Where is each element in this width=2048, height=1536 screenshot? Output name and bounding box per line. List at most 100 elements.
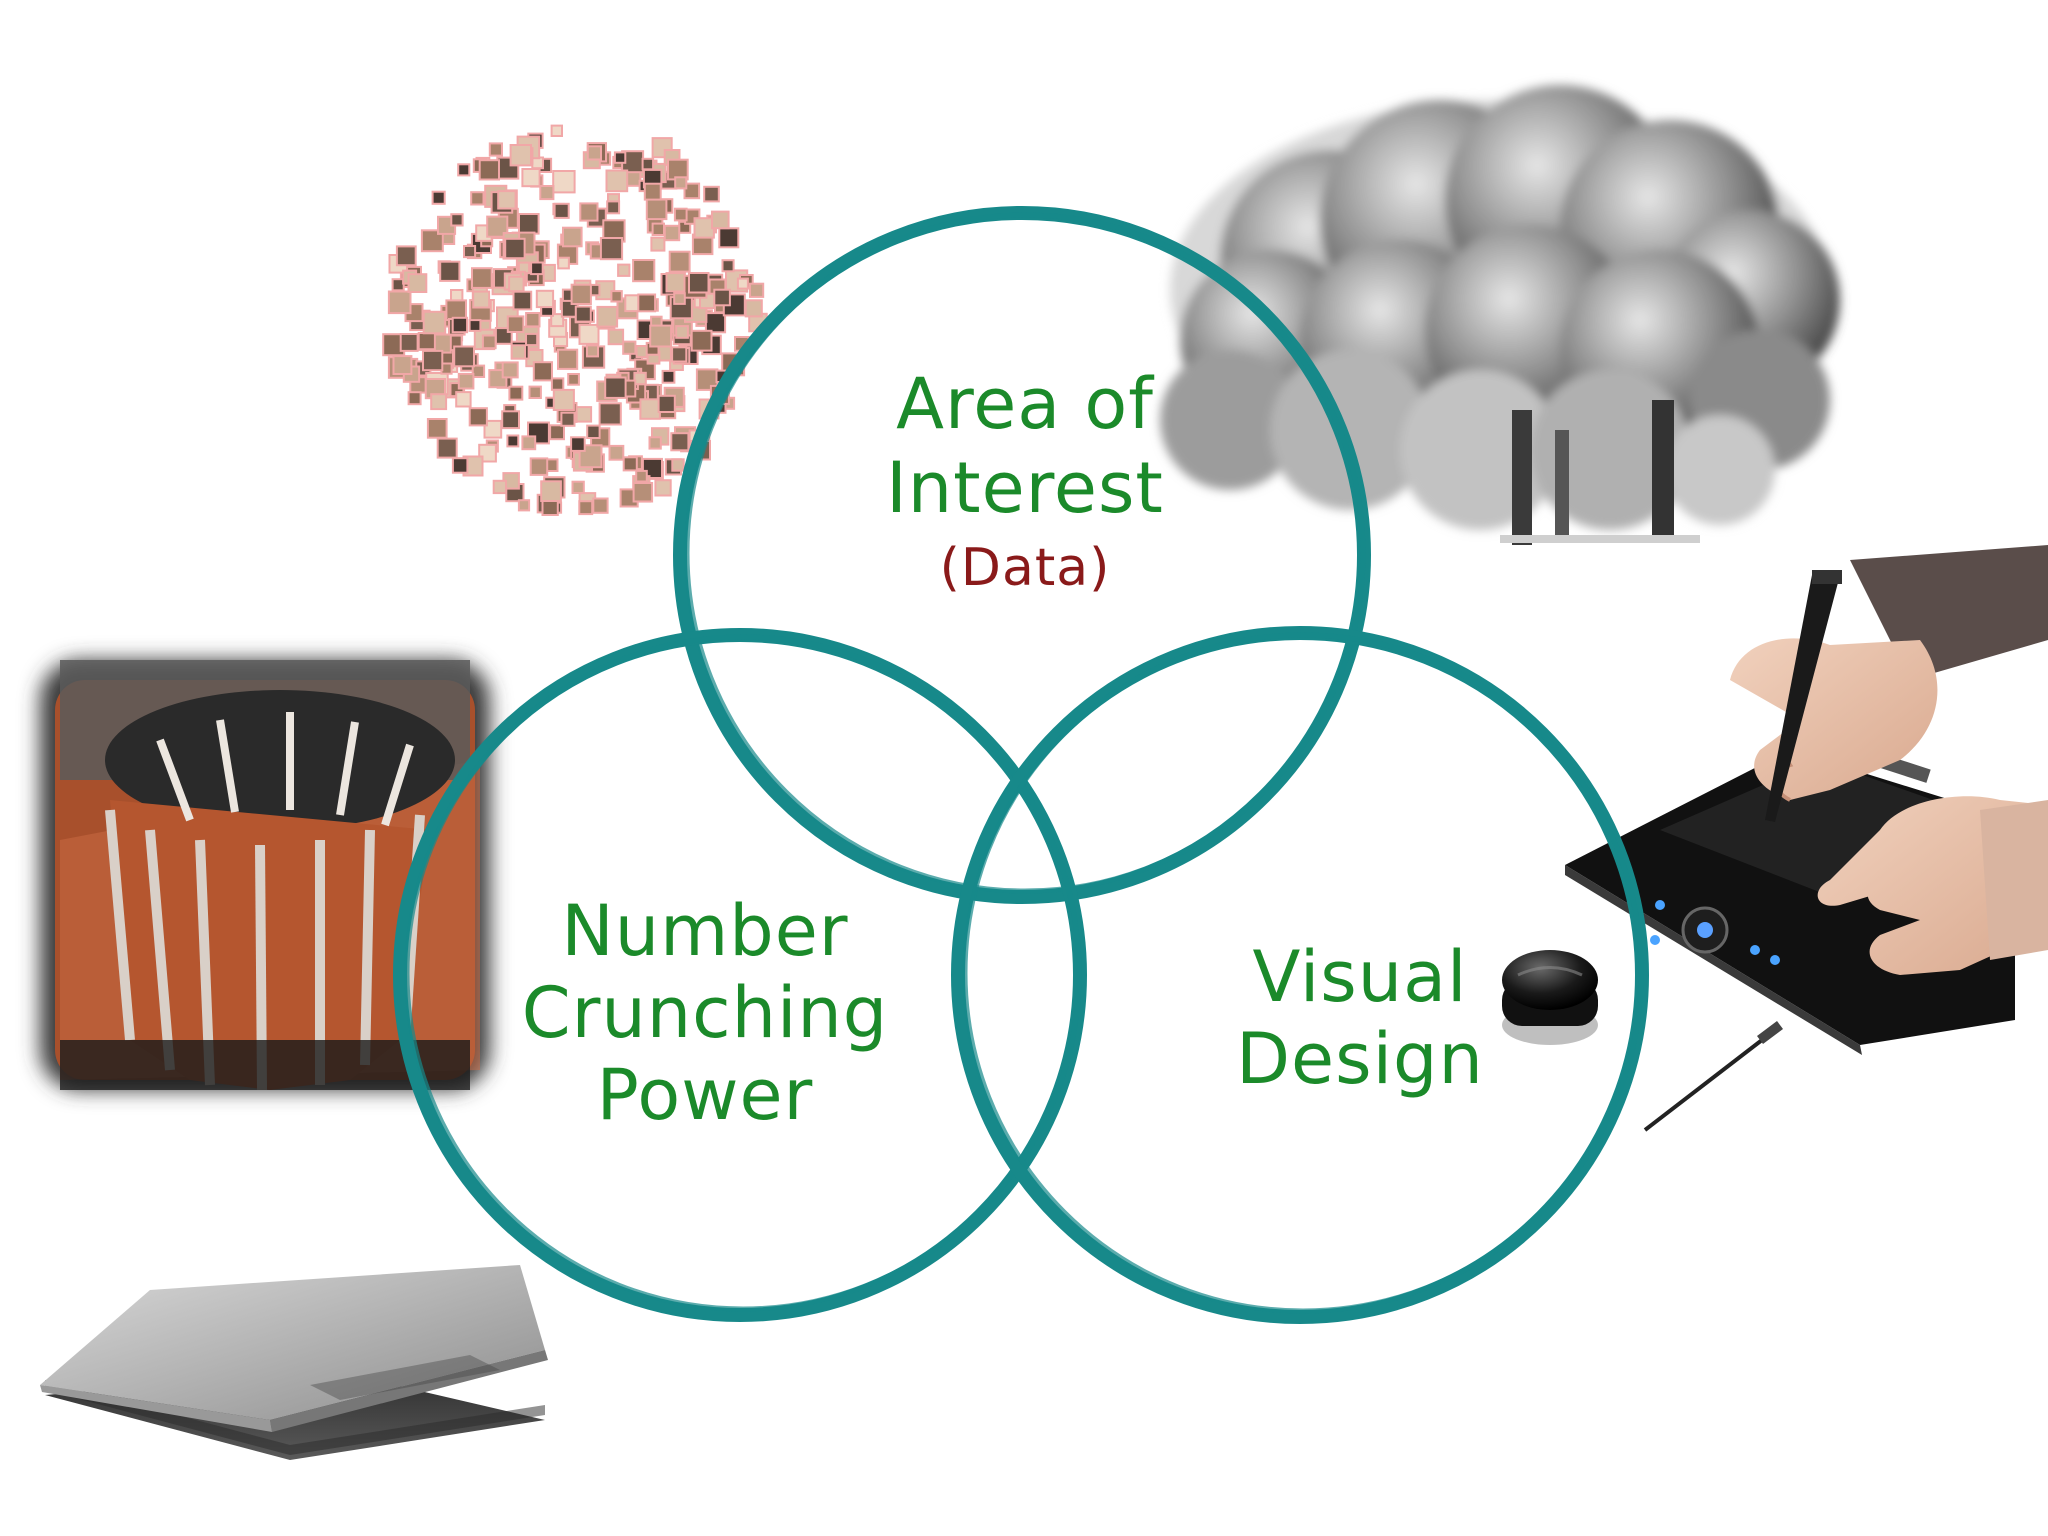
mosaic-tile [623,342,635,354]
mosaic-tile [597,307,617,327]
mosaic-tile [526,334,537,345]
mosaic-tile [502,411,519,428]
laptop-photo [40,1265,548,1460]
mosaic-tile [704,187,719,202]
mosaic-tile [675,209,687,221]
mosaic-tile [659,396,675,412]
label-line: Interest [850,446,1200,530]
mosaic-tile [588,146,601,159]
label-line: Power [505,1054,905,1136]
mosaic-tile [640,399,660,419]
mosaic-tile [540,186,553,199]
mosaic-tile [593,499,607,513]
mosaic-tile [503,362,518,377]
mosaic-tile [454,347,474,367]
mosaic-tile [470,320,481,331]
mosaic-tile [670,252,690,272]
mosaic-tile [600,403,621,424]
mosaic-tile [490,143,502,155]
mosaic-tile [675,177,686,188]
mosaic-tile [508,316,524,332]
label-line: Area of [850,362,1200,446]
mosaic-tile [456,392,470,406]
mosaic-tile [554,390,574,410]
label-line: Crunching [505,972,905,1054]
mosaic-tile [519,214,539,234]
mosaic-tile [389,292,411,314]
mosaic-tile [671,433,688,450]
mosaic-tile [692,331,712,351]
mosaic-tile [440,262,459,281]
mosaic-tile [512,345,525,358]
mosaic-tile [393,279,404,290]
mosaic-tile [394,356,412,374]
face-mosaic-photo [383,126,767,515]
mosaic-tile [552,126,562,136]
mosaic-tile [634,483,653,502]
mosaic-tile [643,159,654,170]
mosaic-tile [580,203,597,220]
mosaic-tile [471,192,483,204]
mosaic-tile [522,436,535,449]
mosaic-tile [472,268,492,288]
mosaic-tile [695,218,714,237]
label-visual-design: Visual Design [1210,936,1510,1100]
mosaic-tile [615,152,625,162]
mosaic-tile [576,307,591,322]
mosaic-tile [438,439,457,458]
mosaic-tile [607,171,628,192]
mosaic-tile [611,291,621,301]
mosaic-tile [553,171,574,192]
mosaic-tile [531,458,548,475]
mosaic-tile [580,325,599,344]
mosaic-tile [618,265,629,276]
mosaic-tile [609,330,624,345]
mosaic-tile [401,334,418,351]
mosaic-tile [653,224,664,235]
mosaic-tile [655,480,670,495]
mosaic-tile [558,350,577,369]
mosaic-tile [419,333,435,349]
mosaic-tile [587,426,599,438]
mosaic-tile [480,160,499,179]
mosaic-tile [667,273,685,291]
mosaic-tile [558,258,569,269]
mosaic-tile [451,214,462,225]
mosaic-tile [531,263,543,275]
cray-supercomputer-photo [15,640,510,1110]
mosaic-tile [453,318,467,332]
mosaic-tile [706,313,725,332]
mosaic-tile [689,273,709,293]
mosaic-tile [579,501,592,514]
mosaic-tile [672,459,683,470]
mosaic-tile [651,238,664,251]
label-area-of-interest: Area of Interest (Data) [850,362,1200,606]
mosaic-tile [561,413,574,426]
mosaic-tile [473,366,484,377]
mosaic-tile [607,201,619,213]
mosaic-tile [409,274,427,292]
mosaic-tile [464,246,475,257]
mosaic-tile [514,292,532,310]
mosaic-tile [636,471,647,482]
mosaic-tile [750,284,763,297]
mosaic-tile [738,279,748,289]
mosaic-tile [505,239,524,258]
puck-device-photo [1502,950,1598,1045]
mosaic-tile [571,437,585,451]
mosaic-tile [674,293,685,304]
mosaic-tile [541,481,561,501]
mosaic-tile [534,362,552,380]
mosaic-tile [663,371,675,383]
mosaic-tile [555,204,569,218]
mosaic-tile [537,291,553,307]
mosaic-tile [526,313,539,326]
mosaic-tile [483,336,496,349]
mosaic-tile [473,292,489,308]
mosaic-tile [423,351,442,370]
mosaic-tile [650,437,661,448]
label-line: Design [1210,1018,1510,1100]
mosaic-tile [507,436,518,447]
